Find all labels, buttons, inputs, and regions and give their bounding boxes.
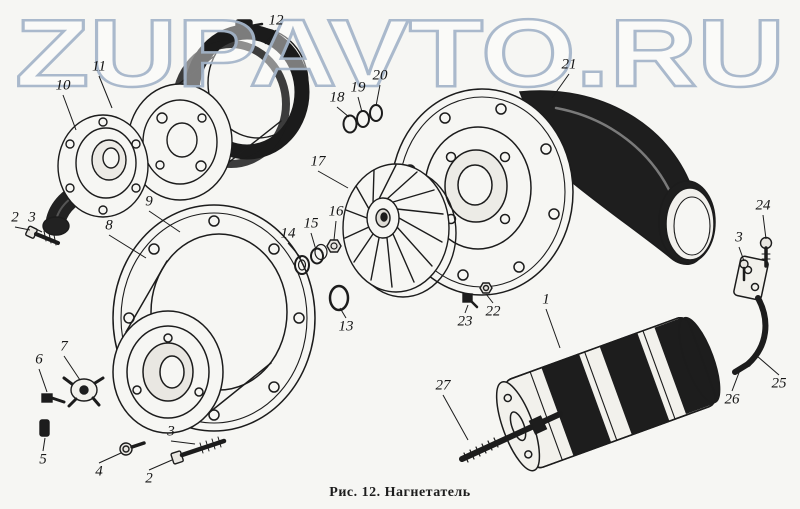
callout-10: 10 [55,77,71,94]
watermark: ZUPAVTO.RU [15,0,785,107]
callout-26: 26 [724,391,740,408]
callout-14: 14 [280,225,296,242]
nut-16 [326,239,342,253]
callout-12: 12 [268,12,284,29]
part-hardware-under-housing [462,282,493,309]
part-bearing-housing [112,204,316,434]
bolt-2-head [170,450,184,465]
callout-6: 6 [35,351,43,368]
callout-8: 8 [105,217,113,234]
callout-15: 15 [303,215,319,232]
callout-9: 9 [145,193,153,210]
part-air-intake-drum [127,19,310,201]
callout-7: 7 [60,338,68,355]
callout-21: 21 [561,56,577,73]
callout-23: 23 [457,313,473,330]
callout-2: 2 [11,209,19,226]
part-impeller [342,163,457,298]
bolt-4 [119,442,133,456]
part-filter-canister [495,316,721,472]
bolt-23 [462,293,473,303]
part-hardware-right [739,236,773,282]
figure-caption: Рис. 12. Нагнетатель [329,485,471,500]
callout-5: 5 [39,451,47,468]
shaft-nut [528,415,548,435]
callout-24: 24 [755,197,771,214]
callout-3: 3 [735,229,743,246]
part-hardware-lower-left [25,225,227,465]
callout-25: 25 [771,375,787,392]
callout-13: 13 [338,318,354,335]
callout-16: 16 [328,203,344,220]
callout-18: 18 [329,89,345,106]
callout-3: 3 [28,209,36,226]
stud-5 [39,419,50,437]
callout-22: 22 [485,303,501,320]
part-drive-shaft [459,411,563,463]
part-volute-housing [390,88,716,296]
callout-3: 3 [167,423,175,440]
callout-19: 19 [350,79,366,96]
callout-1: 1 [542,291,550,308]
part-mounting-bracket [732,255,769,375]
part-inlet-flange-and-hose [42,114,149,236]
nut-22 [479,282,493,294]
callout-4: 4 [95,463,103,480]
callout-20: 20 [372,67,388,84]
callout-2: 2 [145,470,153,487]
callout-11: 11 [92,58,106,75]
part-rings-and-washers [294,104,383,312]
callout-17: 17 [310,153,326,170]
callout-27: 27 [435,377,451,394]
o-ring-13 [328,284,350,312]
